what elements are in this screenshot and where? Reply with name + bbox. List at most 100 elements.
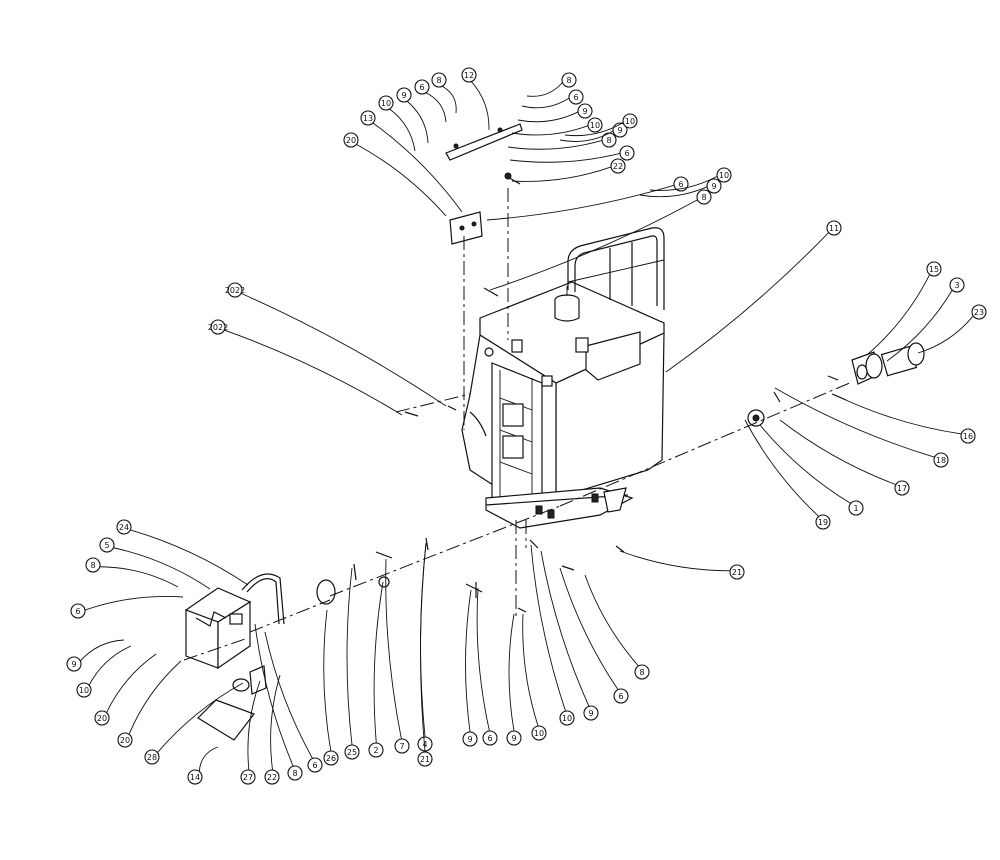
callout-c23: 23 [917, 304, 987, 354]
callout-c8e: 8 [85, 557, 179, 588]
leader-line [254, 623, 294, 767]
callout-balloon [117, 732, 133, 748]
callout-number: 26 [326, 754, 336, 763]
callout-number: 8 [606, 136, 611, 145]
callout-c3: 3 [886, 277, 965, 362]
leader-line [420, 542, 427, 753]
leader-line [106, 653, 157, 713]
leader-line [559, 567, 619, 690]
callout-number: 9 [588, 709, 593, 718]
callout-balloon [307, 757, 323, 773]
callout-c9a: 9 [517, 103, 593, 123]
callout-balloon [360, 110, 376, 126]
callout-c20a: 20 [343, 132, 447, 217]
callout-number: 6 [618, 692, 623, 701]
callout-c2022b: 2022 [208, 319, 403, 416]
callout-balloon [716, 167, 732, 183]
leader-line [356, 143, 447, 217]
callout-balloon [431, 72, 447, 88]
callout-balloon [240, 769, 256, 785]
callout-balloon [673, 176, 689, 192]
callout-number: 11 [829, 224, 839, 233]
leader-line [406, 100, 429, 144]
callout-number: 9 [711, 182, 716, 191]
callout-c10a: 10 [511, 117, 603, 136]
callout-balloon [417, 751, 433, 767]
leader-line [489, 199, 698, 291]
callout-number: 8 [292, 769, 297, 778]
leader-line [79, 639, 125, 662]
callout-number: 6 [75, 607, 80, 616]
callout-c18: 18 [774, 387, 949, 468]
callout-balloon [344, 744, 360, 760]
leader-line [744, 419, 820, 517]
callout-c8d: 8 [431, 72, 457, 114]
leader-line [511, 166, 612, 182]
callout-balloon [343, 132, 359, 148]
callout-c9c: 9 [639, 178, 722, 198]
leader-line [372, 122, 463, 213]
callout-c17: 17 [779, 419, 910, 496]
leader-line [99, 566, 179, 588]
callout-c15: 15 [866, 261, 942, 356]
callout-number: 21 [420, 755, 430, 764]
callout-number: 2 [373, 746, 378, 755]
callout-layer: 8691089106226891012869101320111532320222… [66, 67, 987, 785]
callout-c6d: 6 [414, 79, 447, 123]
callout-c20c: 20 [117, 660, 182, 748]
callout-number: 16 [963, 432, 973, 441]
callout-number: 10 [381, 99, 391, 108]
callout-balloon [622, 113, 638, 129]
callout-c20b: 20 [94, 653, 157, 726]
callout-c19: 19 [744, 419, 831, 530]
leader-line [476, 587, 490, 732]
callout-number: 9 [582, 107, 587, 116]
callout-number: 10 [534, 729, 544, 738]
leader-line [88, 645, 132, 686]
callout-c8g: 8 [584, 574, 650, 680]
callout-number: 24 [119, 523, 129, 532]
callout-balloon [210, 319, 226, 335]
leader-line [526, 82, 563, 97]
callout-c10d: 10 [378, 95, 416, 152]
callout-balloon [826, 220, 842, 236]
callout-c10g: 10 [530, 544, 575, 726]
leader-line [834, 394, 962, 435]
lower-parts [197, 576, 390, 741]
callout-balloon [926, 261, 942, 277]
leader-line [508, 613, 515, 732]
callout-number: 8 [90, 561, 95, 570]
callout-number: 13 [363, 114, 373, 123]
callout-number: 4 [422, 740, 427, 749]
callout-c22a: 22 [511, 158, 626, 182]
callout-number: 6 [678, 180, 683, 189]
callout-c25: 25 [344, 567, 360, 760]
callout-balloon [531, 725, 547, 741]
callout-number: 6 [487, 734, 492, 743]
callout-number: 7 [399, 742, 404, 751]
callout-balloon [729, 564, 745, 580]
leader-line [373, 581, 384, 744]
leader-line [564, 122, 624, 137]
callout-c6h: 6 [559, 567, 629, 704]
callout-c6b: 6 [509, 145, 635, 163]
leader-line [113, 547, 211, 590]
callout-balloon [568, 89, 584, 105]
callout-balloon [613, 688, 629, 704]
callout-number: 6 [419, 83, 424, 92]
leader-line [198, 746, 219, 772]
callout-number: 14 [190, 773, 200, 782]
leader-line [779, 419, 897, 486]
leader-line [649, 175, 718, 191]
leader-line [425, 92, 447, 123]
callout-number: 9 [467, 735, 472, 744]
callout-balloon [587, 117, 603, 133]
callout-balloon [696, 189, 712, 205]
control-box [184, 573, 285, 670]
leader-line [441, 85, 457, 114]
leader-line [157, 682, 244, 753]
callout-c8c: 8 [489, 189, 712, 291]
callout-balloon [94, 710, 110, 726]
callout-number: 27 [243, 773, 253, 782]
callout-number: 28 [147, 753, 157, 762]
